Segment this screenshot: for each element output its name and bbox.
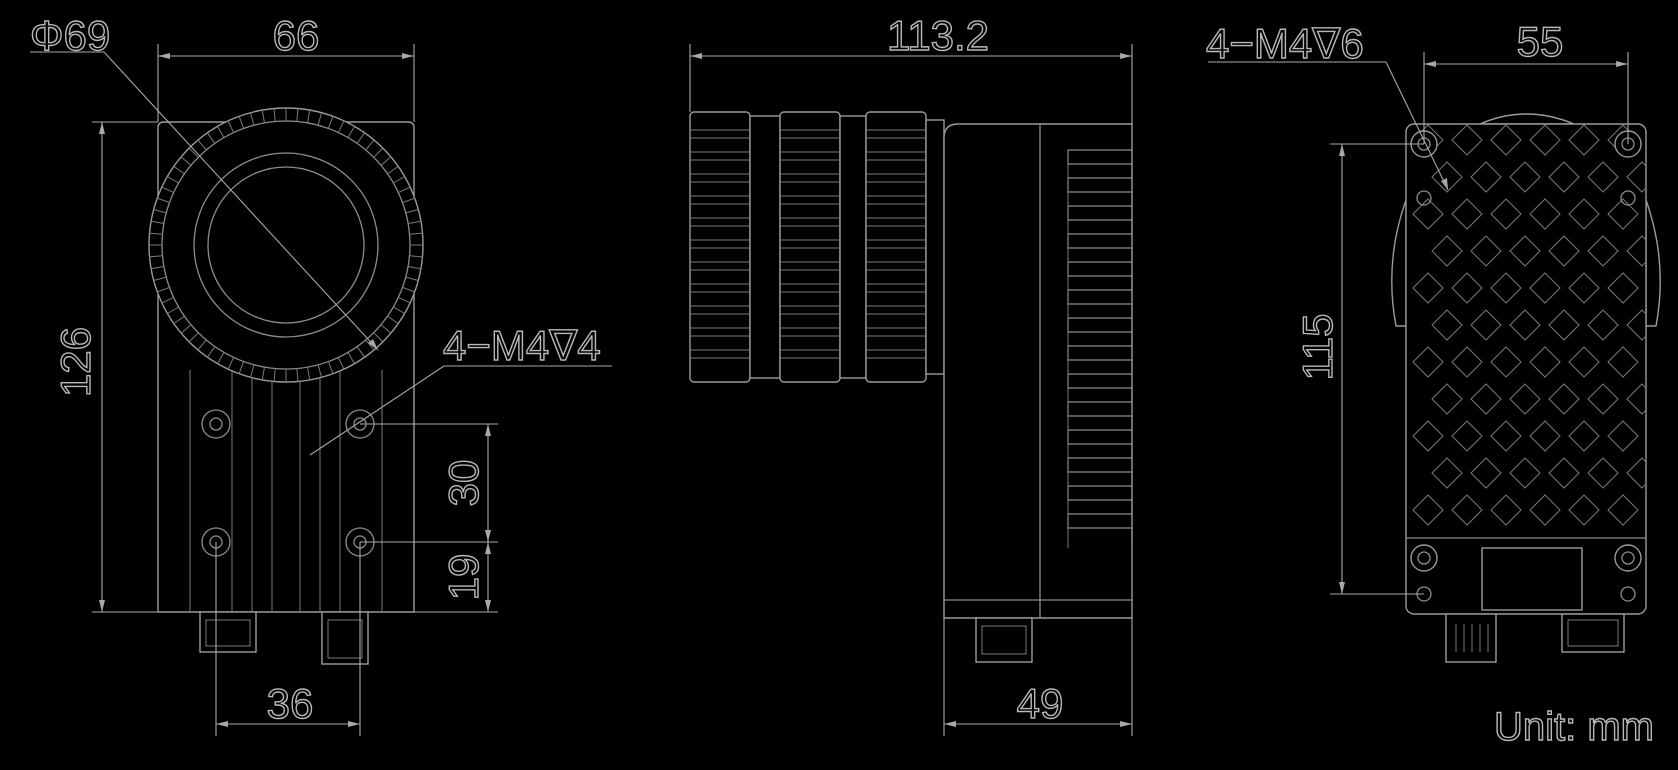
back-housing-outline [1405, 123, 1647, 615]
front-height-label: 126 [52, 327, 99, 397]
front-view: Φ69 66 126 4−M4∇4 30 19 36 [29, 11, 612, 736]
back-lens-bulge-top [1479, 113, 1575, 125]
side-view: 113.2 49 [689, 11, 1133, 736]
side-dimensions [689, 44, 1133, 736]
side-lens-barrel [689, 111, 945, 383]
side-connector-inner [981, 625, 1027, 655]
lens-knurl-teeth [149, 108, 423, 382]
front-dimensions [30, 44, 612, 736]
back-dimensions [1208, 52, 1629, 595]
lens-bezel [193, 152, 379, 338]
back-view: 4−M4∇6 55 115 [1205, 17, 1661, 663]
front-hole-spacing-horizontal-label: 36 [267, 680, 314, 727]
front-hole-spacing-vertical-label: 30 [440, 460, 487, 507]
front-vertical-ribs [189, 370, 383, 612]
front-connector-right-inner [327, 619, 363, 659]
side-length-label: 113.2 [887, 12, 989, 59]
front-connector-left [199, 611, 257, 653]
front-connector-left-inner [205, 619, 251, 647]
back-hole-spacing-vertical-label: 115 [1294, 314, 1341, 381]
front-lens-diameter-label: Φ69 [30, 12, 110, 59]
front-width-label: 66 [273, 12, 320, 59]
side-connector [975, 617, 1033, 663]
front-hole-offset-bottom-label: 19 [440, 554, 487, 601]
side-depth-label: 49 [1017, 680, 1064, 727]
back-lens-bulge-left [1391, 199, 1407, 327]
back-connector-right-inner [1567, 619, 1619, 647]
side-housing-outline [943, 123, 1133, 619]
side-cooling-fins [1067, 149, 1133, 548]
back-hole-spec-label: 4−M4∇6 [1206, 20, 1364, 67]
lens-glass [207, 166, 365, 324]
front-hole-spec-label: 4−M4∇4 [443, 322, 601, 369]
back-lens-bulge-right [1645, 199, 1661, 327]
back-connector-left-lines [1455, 624, 1489, 652]
back-hole-spacing-horizontal-label: 55 [1517, 18, 1564, 65]
front-lens [148, 107, 424, 383]
unit-label: Unit: mm [1494, 705, 1654, 749]
back-display-window [1481, 547, 1583, 611]
